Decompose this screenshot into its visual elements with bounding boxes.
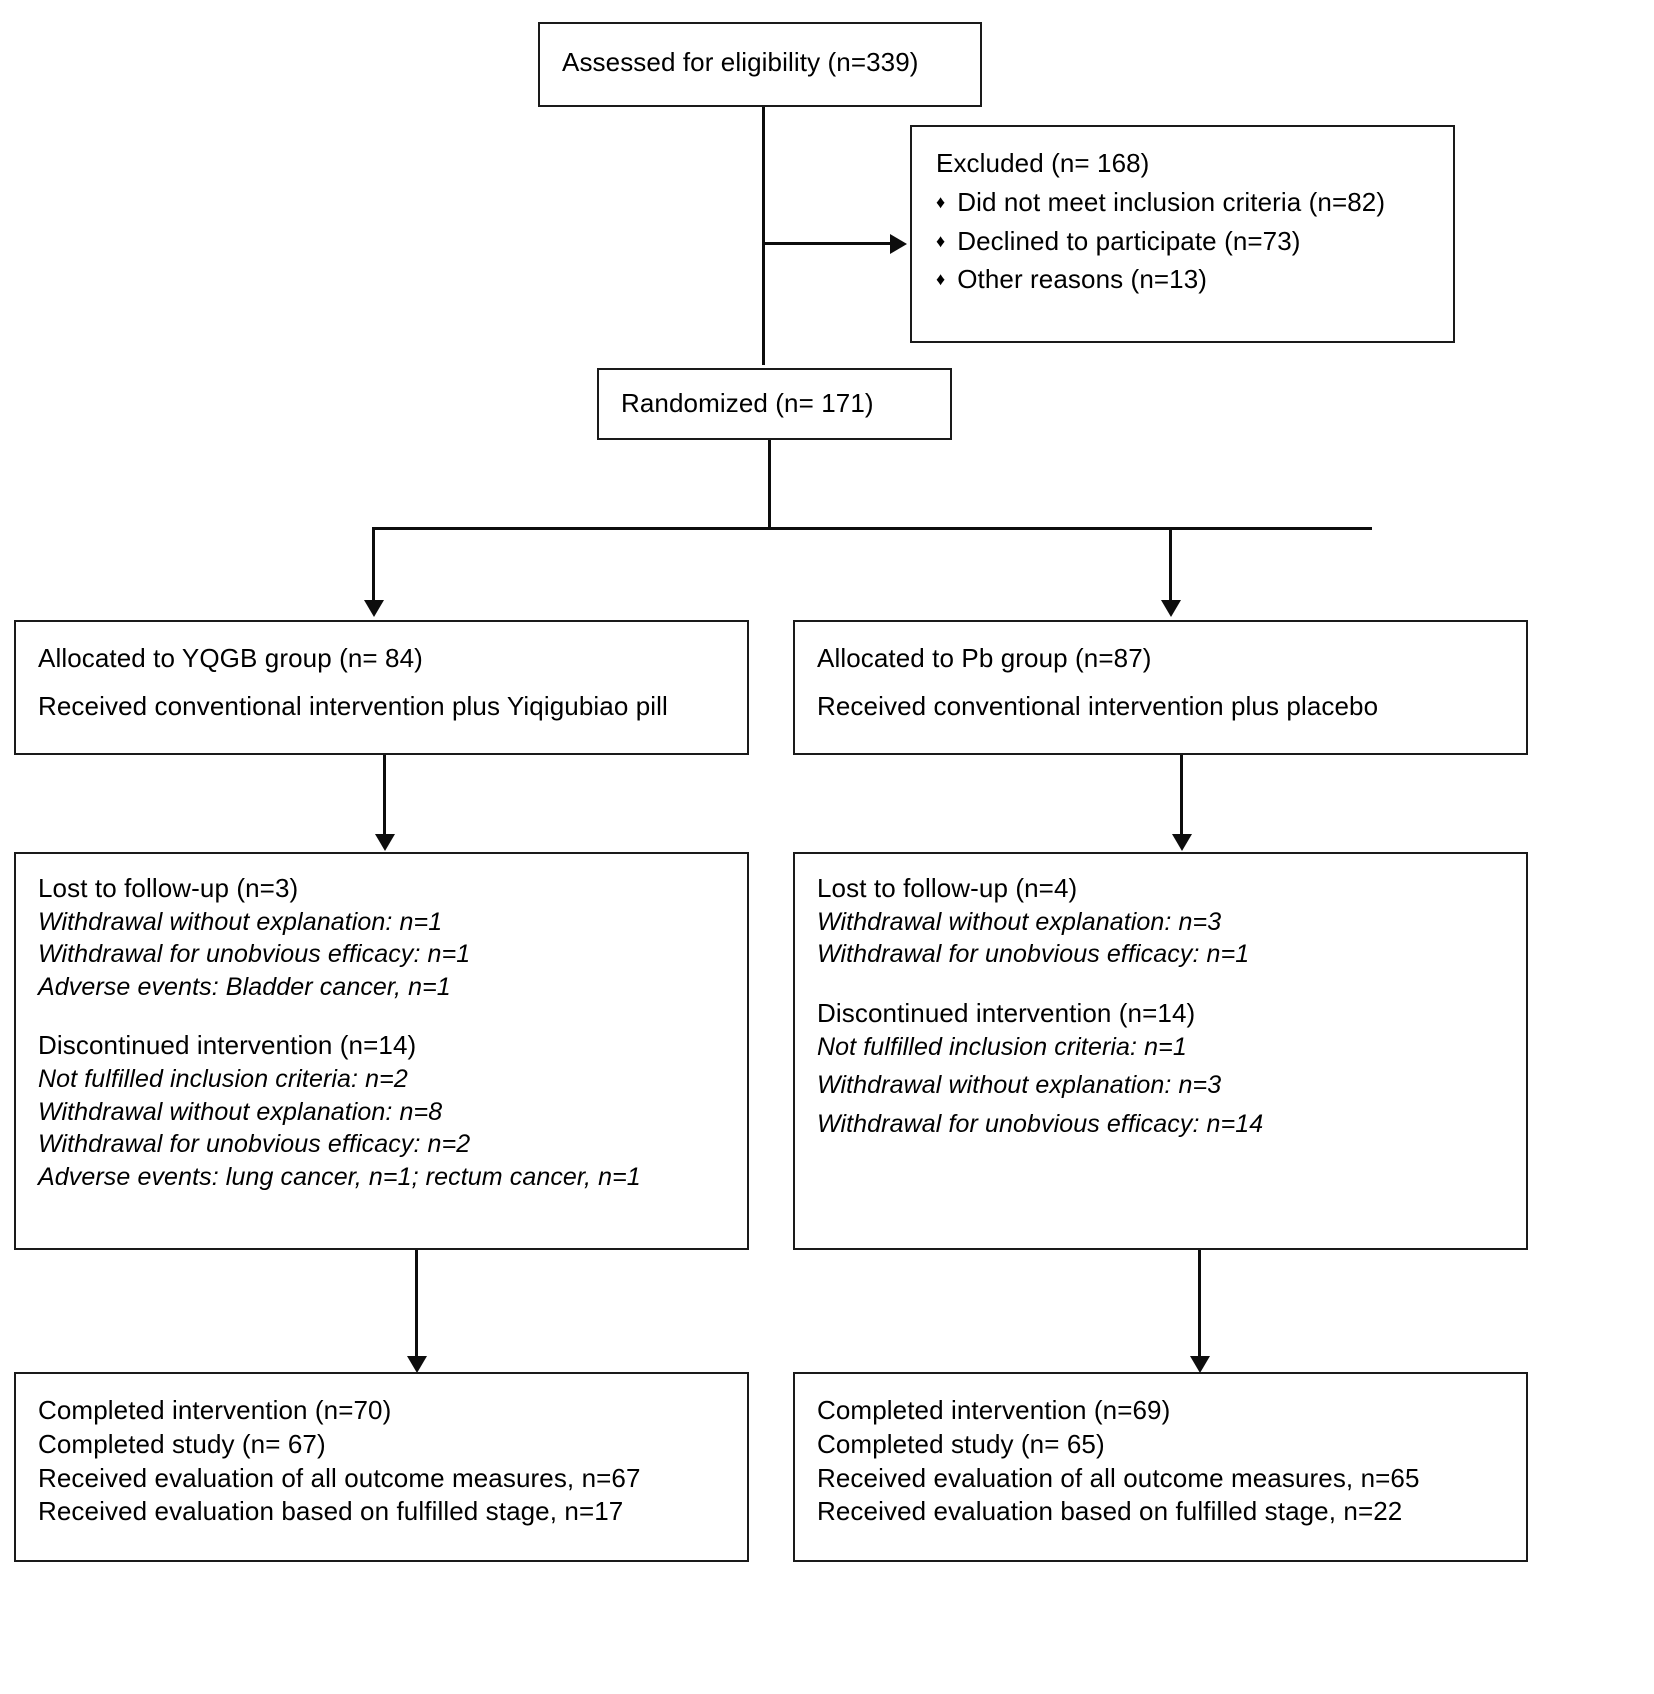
excluded-heading: Excluded (n= 168) — [936, 148, 1150, 178]
connector-left-followup-to-completed — [415, 1250, 418, 1362]
discontinued-right-item: Not fulfilled inclusion criteria: n=1 — [817, 1032, 1187, 1061]
arrow-right-followup-icon — [1172, 834, 1192, 851]
arrow-right-completed-icon — [1190, 1356, 1210, 1373]
connector-right-alloc-to-followup — [1180, 755, 1183, 840]
randomized-label: Randomized (n= 171) — [621, 388, 874, 418]
diamond-bullet-icon: ♦ — [936, 191, 946, 212]
box-excluded: Excluded (n= 168) ♦ Did not meet inclusi… — [910, 125, 1455, 343]
completed-right-line: Completed study (n= 65) — [817, 1428, 1105, 1459]
arrow-right-allocation-icon — [1161, 600, 1181, 617]
box-completed-left: Completed intervention (n=70) Completed … — [14, 1372, 749, 1562]
spine-assessed-to-randomized — [762, 107, 765, 365]
allocation-right-line: Allocated to Pb group (n=87) — [817, 643, 1152, 673]
discontinued-right-item: Withdrawal without explanation: n=3 — [817, 1071, 1222, 1100]
arrow-left-allocation-icon — [364, 600, 384, 617]
lost-followup-right-item: Withdrawal for unobvious efficacy: n=1 — [817, 940, 1250, 969]
discontinued-left-item: Adverse events: lung cancer, n=1; rectum… — [38, 1162, 641, 1191]
completed-right-line: Completed intervention (n=69) — [817, 1395, 1171, 1425]
discontinued-right-heading: Discontinued intervention (n=14) — [817, 997, 1196, 1028]
excluded-reason-item: ♦ Declined to participate (n=73) — [936, 225, 1449, 259]
completed-left-line: Received evaluation based on fulfilled s… — [38, 1496, 624, 1527]
box-randomized: Randomized (n= 171) — [597, 368, 952, 440]
discontinued-left-item: Withdrawal for unobvious efficacy: n=2 — [38, 1130, 471, 1159]
excluded-reason-item: ♦ Other reasons (n=13) — [936, 263, 1449, 297]
excluded-reason-label: Declined to participate (n=73) — [957, 225, 1301, 256]
completed-left-line: Completed study (n= 67) — [38, 1428, 326, 1459]
arrow-left-followup-icon — [375, 834, 395, 851]
lost-followup-right-heading: Lost to follow-up (n=4) — [817, 873, 1078, 903]
box-followup-left: Lost to follow-up (n=3) Withdrawal witho… — [14, 852, 749, 1250]
lost-followup-right-item: Withdrawal without explanation: n=3 — [817, 907, 1222, 936]
diamond-bullet-icon: ♦ — [936, 269, 946, 290]
completed-right-line: Received evaluation based on fulfilled s… — [817, 1496, 1403, 1527]
lost-followup-left-item: Withdrawal for unobvious efficacy: n=1 — [38, 940, 471, 969]
excluded-reason-label: Other reasons (n=13) — [957, 264, 1208, 295]
discontinued-left-item: Not fulfilled inclusion criteria: n=2 — [38, 1065, 408, 1094]
split-bar-allocation — [372, 527, 1372, 530]
section-spacer — [817, 971, 1522, 997]
excluded-reason-item: ♦ Did not meet inclusion criteria (n=82) — [936, 186, 1449, 220]
box-completed-right: Completed intervention (n=69) Completed … — [793, 1372, 1528, 1562]
discontinued-left-heading: Discontinued intervention (n=14) — [38, 1030, 417, 1061]
lost-followup-left-item: Adverse events: Bladder cancer, n=1 — [38, 972, 451, 1001]
connector-left-alloc-to-followup — [383, 755, 386, 840]
arrow-left-completed-icon — [407, 1356, 427, 1373]
spine-randomized-down — [768, 440, 771, 530]
box-allocation-left: Allocated to YQGB group (n= 84) Received… — [14, 620, 749, 755]
excluded-reason-label: Did not meet inclusion criteria (n=82) — [957, 186, 1386, 217]
connector-to-excluded — [762, 242, 892, 245]
lost-followup-left-heading: Lost to follow-up (n=3) — [38, 873, 299, 903]
assessed-label: Assessed for eligibility (n=339) — [562, 47, 919, 77]
diamond-bullet-icon: ♦ — [936, 230, 946, 251]
connector-right-followup-to-completed — [1198, 1250, 1201, 1362]
completed-left-line: Received evaluation of all outcome measu… — [38, 1462, 641, 1493]
drop-left-allocation — [372, 527, 375, 605]
drop-right-allocation — [1169, 527, 1172, 605]
box-allocation-right: Allocated to Pb group (n=87) Received co… — [793, 620, 1528, 755]
completed-right-line: Received evaluation of all outcome measu… — [817, 1462, 1420, 1493]
section-spacer — [38, 1003, 743, 1029]
allocation-left-line: Received conventional intervention plus … — [38, 690, 668, 721]
lost-followup-left-item: Withdrawal without explanation: n=1 — [38, 907, 443, 936]
discontinued-left-item: Withdrawal without explanation: n=8 — [38, 1097, 443, 1126]
allocation-right-line: Received conventional intervention plus … — [817, 690, 1379, 721]
completed-left-line: Completed intervention (n=70) — [38, 1395, 392, 1425]
box-followup-right: Lost to follow-up (n=4) Withdrawal witho… — [793, 852, 1528, 1250]
discontinued-right-item: Withdrawal for unobvious efficacy: n=14 — [817, 1109, 1264, 1138]
arrow-to-excluded-icon — [890, 234, 907, 254]
allocation-left-line: Allocated to YQGB group (n= 84) — [38, 643, 423, 673]
box-assessed-for-eligibility: Assessed for eligibility (n=339) — [538, 22, 982, 107]
